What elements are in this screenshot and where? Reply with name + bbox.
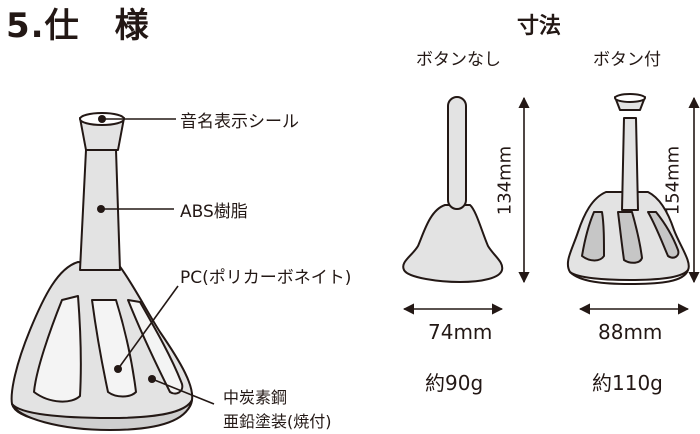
height-no-button: 134mm bbox=[494, 145, 516, 216]
label-abs: ABS樹脂 bbox=[180, 202, 248, 222]
bell-drawing-no-button bbox=[402, 96, 504, 283]
bell-base-inner-mid bbox=[91, 299, 137, 398]
label-sticker: 音名表示シール bbox=[180, 112, 299, 132]
height-with-button: 154mm bbox=[662, 145, 684, 216]
weight-no-button: 約90g bbox=[425, 371, 484, 395]
bell-drawing-with-button bbox=[566, 93, 690, 285]
weight-with-button: 約110g bbox=[592, 371, 663, 395]
bell-base-front-rim bbox=[11, 399, 193, 431]
bell-base-inner-right bbox=[127, 299, 184, 395]
variant-name-no-button: ボタンなし bbox=[416, 50, 501, 70]
bell-base-inner-left bbox=[33, 295, 82, 403]
label-steel: 中炭素鋼 bbox=[223, 388, 288, 407]
section-title: 5.仕 様 bbox=[6, 6, 150, 46]
label-pc: PC(ポリカーボネイト) bbox=[180, 268, 352, 288]
width-no-button: 74mm bbox=[428, 320, 493, 344]
bell-illustration-large bbox=[10, 112, 194, 431]
variant-name-with-button: ボタン付 bbox=[593, 50, 661, 70]
label-coating: 亜鉛塗装(焼付) bbox=[223, 412, 332, 431]
width-with-button: 88mm bbox=[598, 320, 663, 344]
dimensions-heading: 寸法 bbox=[517, 14, 562, 39]
